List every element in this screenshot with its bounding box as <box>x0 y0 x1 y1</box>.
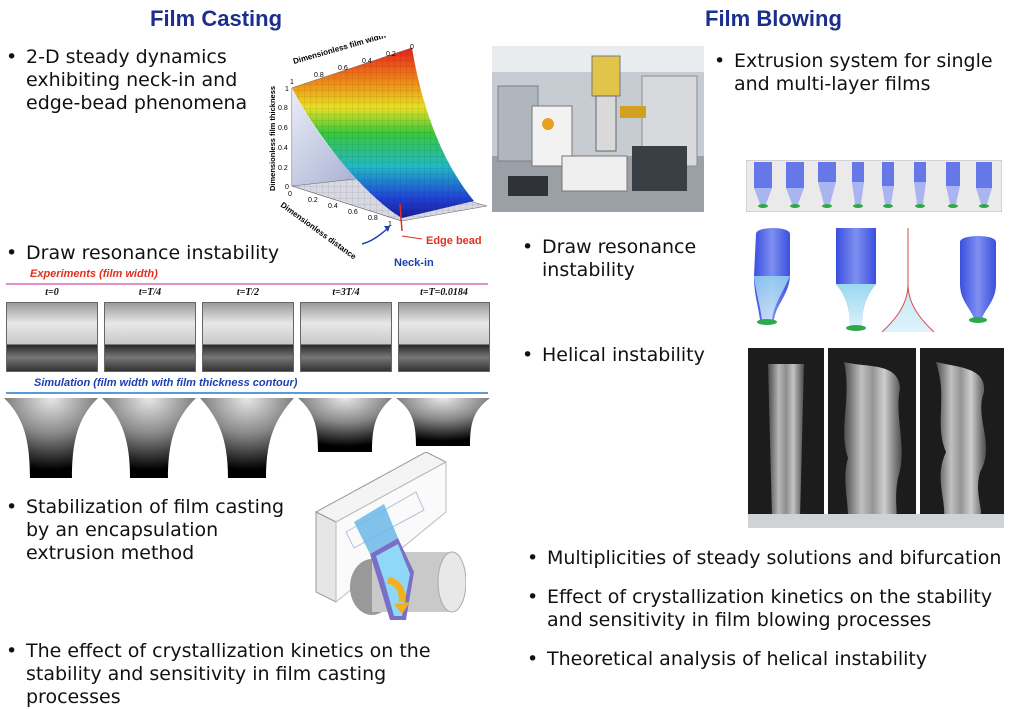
simulation-shapes <box>4 398 490 478</box>
bullet-crystallization-casting: •The effect of crystallization kinetics … <box>6 640 431 708</box>
surface-plot: Dimensionless film width Dimensionless f… <box>268 36 488 269</box>
bullet-2d-steady: •2-D steady dynamics exhibiting neck-in … <box>6 46 248 114</box>
extrusion-system-photo <box>492 46 704 212</box>
x-tick: 0.8 <box>314 72 324 79</box>
bubble-shapes <box>754 228 996 333</box>
y-tick: 0.4 <box>278 145 288 152</box>
experiment-frame <box>104 302 196 372</box>
y-axis-label: Dimensionless film thickness <box>268 86 277 191</box>
edge-bead-label: Edge bead <box>426 235 482 247</box>
experiment-frame <box>202 302 294 372</box>
x-tick: 0.2 <box>386 51 396 58</box>
sim-shape <box>4 398 98 478</box>
z-tick: 0.6 <box>348 209 358 216</box>
film-blowing-title: Film Blowing <box>705 6 842 31</box>
y-tick: 0 <box>285 184 289 191</box>
z-tick: 1 <box>388 221 392 228</box>
z-tick: 0 <box>288 191 292 198</box>
bullet-stabilization: •Stabilization of film casting by an enc… <box>6 496 285 564</box>
x-tick: 0 <box>410 44 414 51</box>
y-tick: 0.2 <box>278 165 288 172</box>
z-tick: 0.4 <box>328 203 338 210</box>
sim-shape <box>102 398 196 478</box>
experiments-label: Experiments (film width) <box>30 268 158 280</box>
time-label: t=0 <box>45 287 59 298</box>
x-tick: 0.6 <box>338 65 348 72</box>
time-label: t=3T/4 <box>332 287 360 298</box>
sim-shape <box>396 398 490 446</box>
bubble-row <box>746 160 1002 212</box>
experiment-frame <box>6 302 98 372</box>
y-tick: 0.8 <box>278 105 288 112</box>
z-tick: 0.2 <box>308 197 318 204</box>
y-tick: 0.6 <box>278 125 288 132</box>
z-tick: 0.8 <box>368 215 378 222</box>
neck-in-label: Neck-in <box>394 257 434 269</box>
sim-shape <box>200 398 294 478</box>
simulation-line <box>6 392 488 394</box>
time-label: t=T=0.0184 <box>420 287 468 298</box>
sim-shape <box>298 398 392 452</box>
bullet-crystallization-blowing: •Effect of crystallization kinetics on t… <box>527 586 993 631</box>
bullet-draw-resonance-casting: •Draw resonance instability <box>6 242 280 264</box>
experiment-frame <box>300 302 392 372</box>
bullet-helical-analysis: •Theoretical analysis of helical instabi… <box>527 648 928 670</box>
film-casting-title: Film Casting <box>150 6 283 31</box>
simulation-label: Simulation (film width with film thickne… <box>34 377 298 389</box>
bullet-multiplicities: •Multiplicities of steady solutions and … <box>527 547 1002 569</box>
bullet-helical-instability: •Helical instability <box>522 344 705 366</box>
bullet-extrusion-system: •Extrusion system for single and multi-l… <box>714 50 993 95</box>
time-label: t=T/4 <box>138 287 162 298</box>
x-tick: 0.4 <box>362 58 372 65</box>
experiment-frame <box>398 302 490 372</box>
encapsulation-die <box>314 452 466 620</box>
z-axis-label: Dimensionless distance <box>279 200 358 261</box>
y-tick: 1 <box>285 86 289 93</box>
x-tick: 1 <box>290 79 294 86</box>
bullet-draw-resonance-blowing: •Draw resonance instability <box>522 236 697 281</box>
experiments-line <box>6 283 488 285</box>
time-label: t=T/2 <box>236 287 260 298</box>
helical-photos <box>748 348 1004 528</box>
